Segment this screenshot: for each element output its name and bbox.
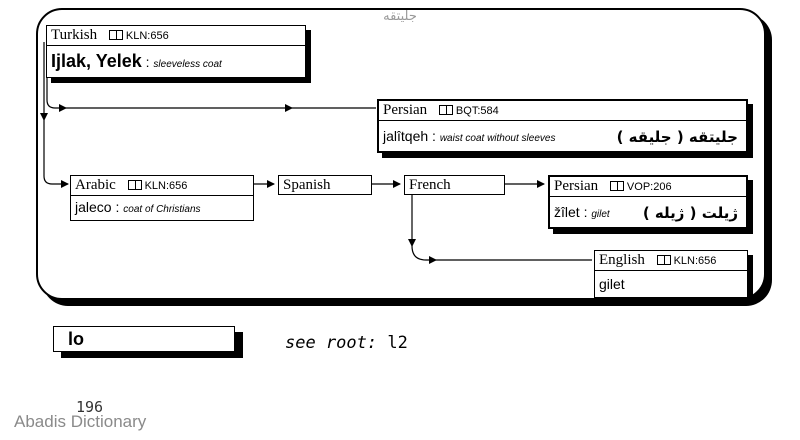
ref-label: BQT:584 bbox=[455, 105, 499, 117]
lang-label: French bbox=[409, 177, 451, 193]
gloss: gilet bbox=[591, 209, 610, 220]
lang-label: Persian bbox=[383, 102, 428, 118]
word: jaleco bbox=[75, 199, 112, 215]
node-persian-2: Persian VOP:206 žîlet : gilet ژيلت ( ژيل… bbox=[548, 175, 748, 229]
node-turkish: Turkish KLN:656 Ijlak, Yelek : sleeveles… bbox=[46, 25, 306, 78]
node-body: jaleco : coat of Christians bbox=[75, 199, 201, 215]
brand-watermark: Abadis Dictionary bbox=[14, 412, 147, 431]
gloss: waist coat without sleeves bbox=[439, 133, 556, 144]
node-body: jalîtqeh : waist coat without sleeves جل… bbox=[379, 121, 746, 151]
word: Ijlak, Yelek bbox=[51, 51, 142, 71]
word: jalîtqeh bbox=[383, 128, 429, 144]
lang-label: Arabic bbox=[75, 177, 116, 193]
node-arabic: Arabic KLN:656 jaleco : coat of Christia… bbox=[70, 175, 254, 221]
see-root: see root: l2 bbox=[285, 333, 408, 353]
ref-label: KLN:656 bbox=[144, 180, 188, 192]
branch-persian bbox=[46, 76, 67, 112]
line-french-english bbox=[411, 245, 437, 264]
book-icon bbox=[108, 30, 123, 40]
gloss: sleeveless coat bbox=[153, 59, 222, 70]
node-header: English KLN:656 bbox=[595, 251, 747, 271]
book-icon bbox=[127, 180, 142, 190]
page-number: 196 bbox=[76, 398, 104, 416]
word: žîlet bbox=[554, 204, 580, 220]
gloss: coat of Christians bbox=[123, 204, 201, 215]
ref-label: KLN:656 bbox=[125, 30, 169, 42]
word: gilet bbox=[599, 276, 625, 292]
book-icon bbox=[656, 255, 671, 265]
see-root-value[interactable]: l2 bbox=[387, 333, 408, 353]
root-box: lo bbox=[53, 326, 235, 352]
node-persian-1: Persian BQT:584 jalîtqeh : waist coat wi… bbox=[377, 99, 748, 153]
book-icon bbox=[438, 105, 453, 115]
trunk-continue bbox=[43, 120, 69, 188]
ref-label: KLN:656 bbox=[673, 255, 717, 267]
node-french: French bbox=[404, 175, 505, 195]
lang-label: Spanish bbox=[283, 177, 331, 193]
lang-label: Persian bbox=[554, 178, 599, 194]
node-header: Arabic KLN:656 bbox=[71, 176, 253, 196]
node-header: Persian VOP:206 bbox=[550, 177, 746, 197]
node-body: gilet bbox=[595, 271, 747, 297]
head-word: جليتقه bbox=[383, 9, 417, 24]
node-body: Ijlak, Yelek : sleeveless coat bbox=[51, 51, 222, 71]
lang-label: English bbox=[599, 252, 645, 268]
book-icon bbox=[609, 181, 624, 191]
root-label: lo bbox=[68, 329, 84, 349]
native-script: جليتقه ( جليقه ) bbox=[616, 128, 738, 146]
native-script: ژيلت ( ژيله ) bbox=[642, 204, 738, 222]
ref-label: VOP:206 bbox=[626, 181, 672, 193]
node-body: žîlet : gilet ژيلت ( ژيله ) bbox=[550, 197, 746, 227]
node-header: Persian BQT:584 bbox=[379, 101, 746, 121]
lang-label: Turkish bbox=[51, 27, 98, 43]
node-english: English KLN:656 gilet bbox=[594, 250, 748, 298]
node-header: Turkish KLN:656 bbox=[47, 26, 305, 46]
see-root-label: see root: bbox=[285, 333, 378, 353]
node-spanish: Spanish bbox=[278, 175, 372, 195]
